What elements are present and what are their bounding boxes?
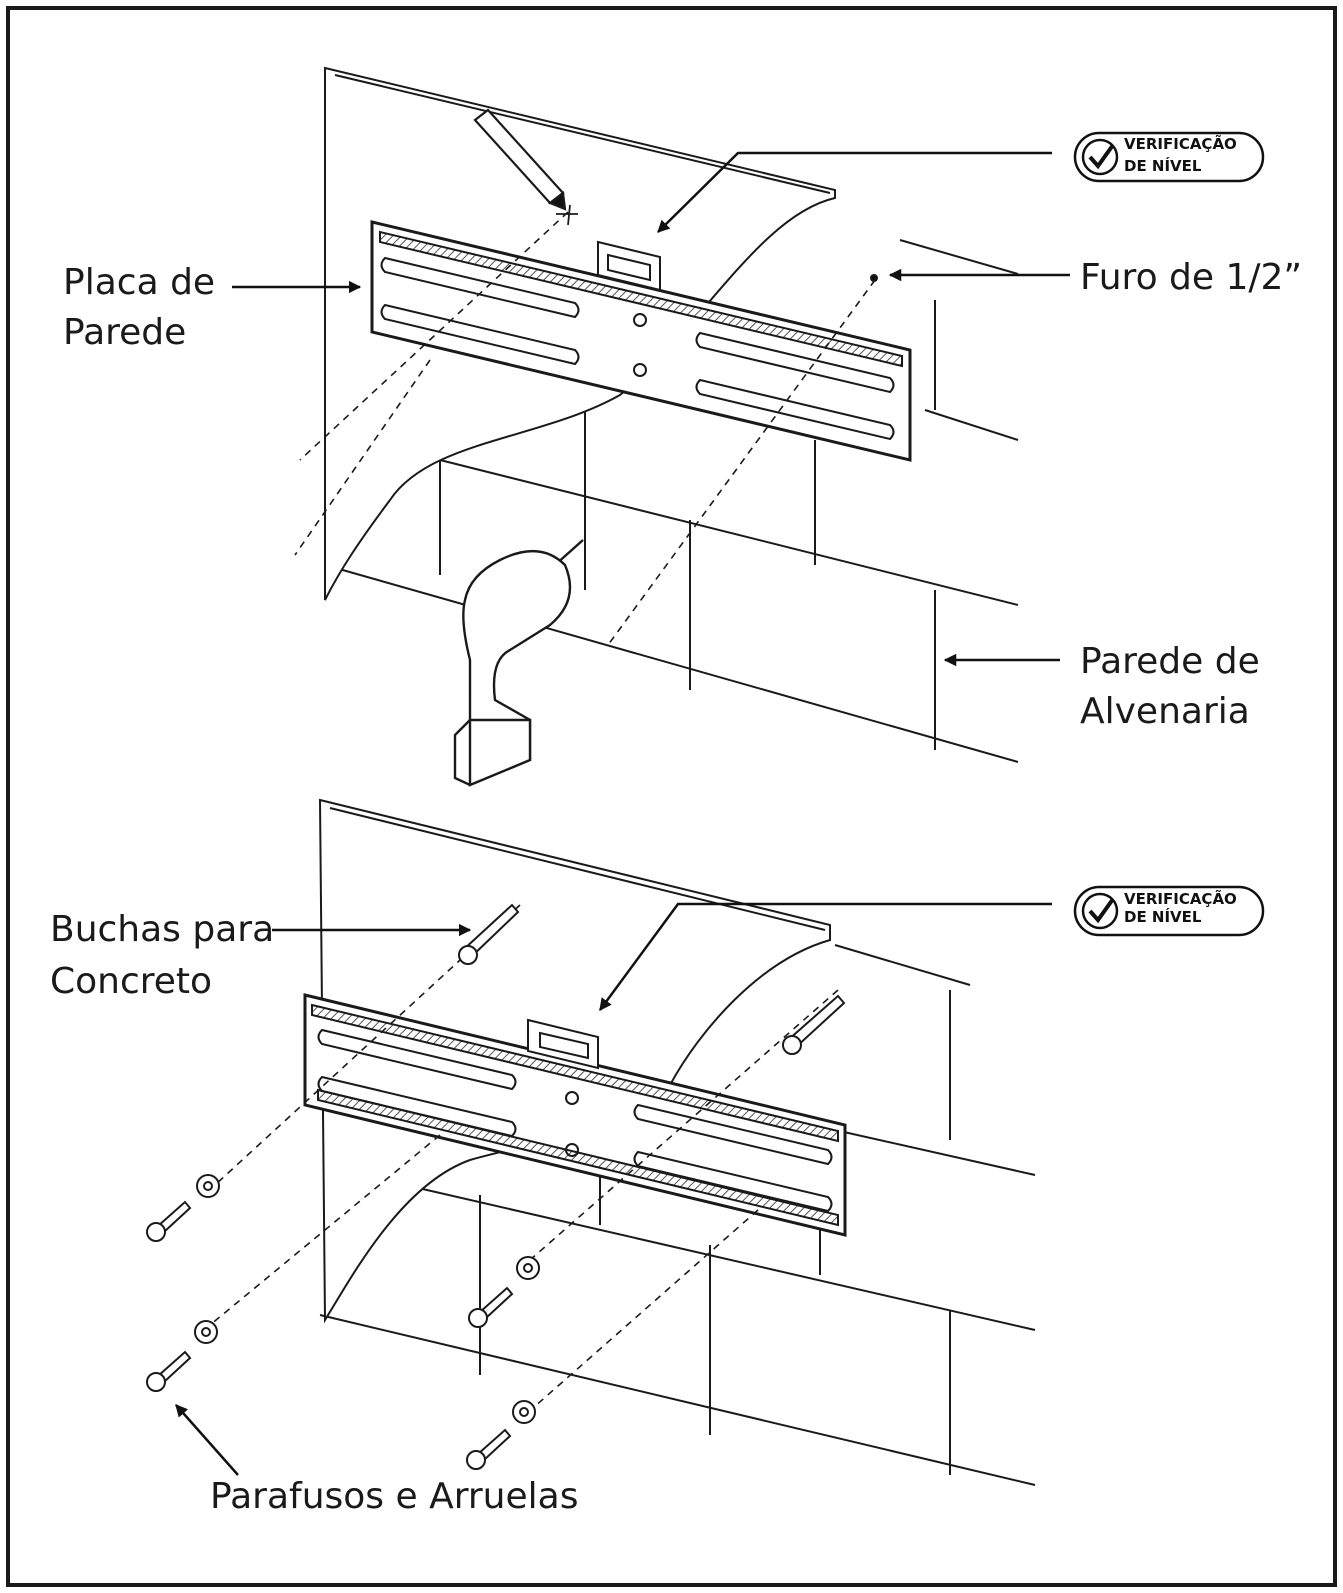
outer-border — [6, 6, 1337, 1587]
label-buchas-line1: Buchas para — [50, 909, 274, 950]
bolt-washer-3 — [468, 1256, 540, 1328]
badge-top-line1: VERIFICAÇÃO — [1124, 134, 1237, 153]
label-parede-line1: Parede de — [1080, 641, 1260, 682]
drill-icon — [453, 539, 584, 787]
badge-bottom-line2: DE NÍVEL — [1124, 907, 1202, 926]
label-buchas-line2: Concreto — [50, 961, 212, 1002]
label-parede-line2: Alvenaria — [1080, 691, 1250, 732]
drill-guides-top — [294, 211, 876, 646]
bolt-washer-1 — [146, 1174, 220, 1242]
level-check-badge-top: VERIFICAÇÃO DE NÍVEL — [1073, 131, 1265, 183]
bolt-washer-4 — [466, 1400, 536, 1470]
top-scene — [294, 66, 1019, 787]
masonry-wall-top — [324, 239, 1019, 763]
checkmark-circle-icon — [1081, 892, 1119, 930]
label-parafusos: Parafusos e Arruelas — [210, 1476, 578, 1517]
level-check-badge-bottom: VERIFICAÇÃO DE NÍVEL — [1073, 885, 1265, 937]
pencil-icon — [473, 108, 578, 226]
concrete-anchor-left — [458, 903, 520, 965]
label-placa-line2: Parede — [63, 312, 186, 353]
label-furo: Furo de 1/2” — [1080, 257, 1302, 298]
drill-hole-mark — [870, 274, 878, 282]
concrete-anchor-right — [782, 994, 846, 1055]
badge-bottom-line1: VERIFICAÇÃO — [1124, 889, 1237, 908]
bolt-washer-2 — [146, 1320, 218, 1392]
wall-plate-bottom — [303, 993, 847, 1237]
callout-arrows — [175, 151, 1070, 1476]
badge-top-line2: DE NÍVEL — [1124, 156, 1202, 175]
masonry-wall-bottom — [319, 829, 1036, 1486]
label-placa-line1: Placa de — [63, 262, 215, 303]
checkmark-circle-icon — [1081, 138, 1119, 176]
